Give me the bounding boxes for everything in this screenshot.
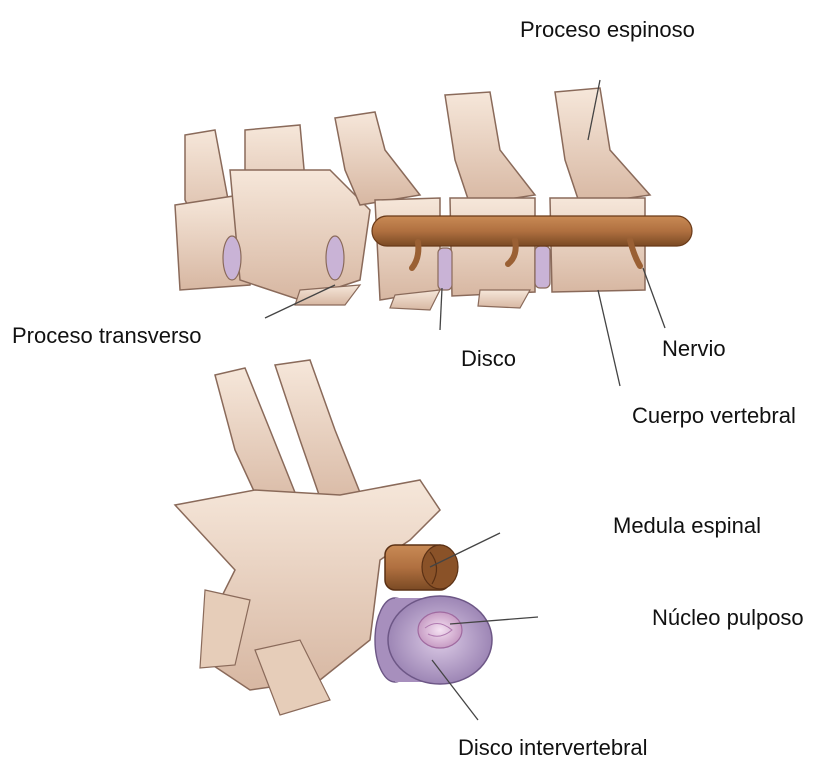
label-proceso-espinoso: Proceso espinoso	[520, 17, 695, 43]
oblique-spine-view	[175, 360, 492, 715]
label-disco: Disco	[461, 346, 516, 372]
leader-line-cuerpo-vertebral	[598, 290, 620, 386]
disc-shape	[223, 236, 241, 280]
label-nucleo-pulposo: Núcleo pulposo	[652, 605, 804, 631]
leader-line-disco	[440, 288, 442, 330]
intervertebral-disc-cross-section	[375, 596, 492, 684]
label-cuerpo-vertebral: Cuerpo vertebral	[632, 403, 796, 429]
label-nervio: Nervio	[662, 336, 726, 362]
label-medula-espinal: Medula espinal	[613, 513, 761, 539]
leader-line-nervio	[643, 268, 665, 328]
label-disco-intervertebral: Disco intervertebral	[458, 735, 648, 760]
spinal-cord-cross-section	[385, 545, 458, 590]
lateral-spine-view	[175, 88, 692, 310]
label-proceso-transverso: Proceso transverso	[12, 323, 202, 349]
vertebral-body-shape	[450, 198, 535, 296]
